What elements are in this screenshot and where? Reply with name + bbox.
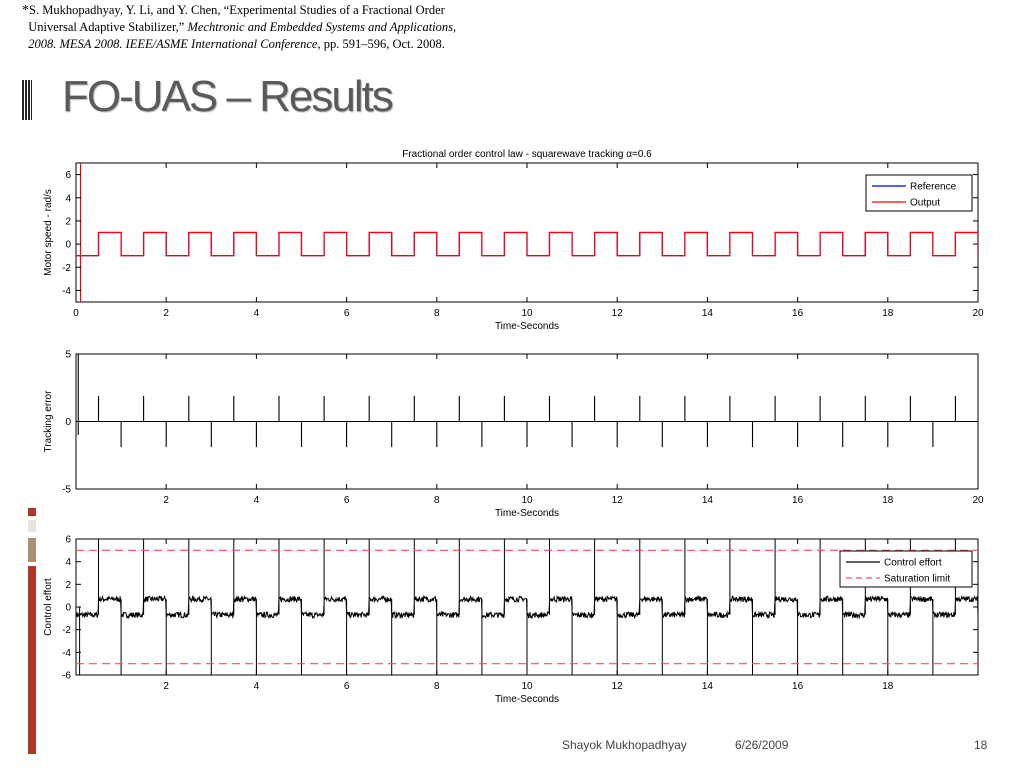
legend-label-control-effort: Control effort [884,558,942,569]
y-tick-label: 6 [65,535,71,546]
legend-box [865,174,973,212]
x-tick-label: 4 [254,681,260,692]
x-tick-label: 10 [521,681,533,692]
legend-label-output: Output [910,198,940,209]
x-tick-label: 12 [612,495,624,506]
y-tick-label: 2 [65,580,71,591]
x-tick-label: 16 [792,495,804,506]
x-tick-label: 16 [792,681,804,692]
citation-line-1: S. Mukhopadhyay, Y. Li, and Y. Chen, “Ex… [29,3,445,17]
x-tick-label: 6 [344,308,350,319]
x-tick-label: 8 [434,308,440,319]
y-tick-label: 4 [65,193,71,204]
footer-date: 6/26/2009 [735,738,789,752]
deco-square-light [28,520,36,532]
y-axis-label: Motor speed - rad/s [43,189,54,276]
x-tick-label: 10 [521,495,533,506]
y-tick-label: 4 [65,557,71,568]
deco-square-tan [28,538,36,562]
deco-square-red [28,508,36,516]
y-tick-label: -2 [62,625,71,636]
footer-page-number: 18 [974,738,988,752]
series-tracking-error [76,354,978,448]
legend-label-saturation-limit: Saturation limit [884,574,950,585]
x-tick-label: 8 [434,495,440,506]
x-tick-label: 6 [344,495,350,506]
x-tick-label: 2 [163,681,169,692]
x-tick-label: 6 [344,681,350,692]
citation-pages: , pp. 591–596, Oct. 2008. [317,37,445,51]
chart-title: Fractional order control law - squarewav… [402,149,652,160]
citation-marker: * [22,3,29,18]
y-tick-label: -4 [62,648,71,659]
x-axis-label: Time-Seconds [495,508,559,519]
legend-box [839,550,973,588]
x-tick-label: 12 [612,308,624,319]
x-tick-label: 16 [792,308,804,319]
footer-author: Shayok Mukhopadhyay [562,738,687,752]
x-tick-label: 18 [882,308,894,319]
y-tick-label: 0 [65,603,71,614]
y-tick-label: -2 [62,263,71,274]
x-tick-label: 10 [521,308,533,319]
citation-line-2: Universal Adaptive Stabilizer,” [28,20,188,34]
x-tick-label: 20 [972,495,984,506]
x-tick-label: 18 [882,495,894,506]
y-tick-label: 0 [65,417,71,428]
x-tick-label: 8 [434,681,440,692]
title-bullet-icon [22,80,32,120]
x-tick-label: 18 [882,681,894,692]
y-tick-label: -5 [62,485,71,496]
citation: *S. Mukhopadhyay, Y. Li, and Y. Chen, “E… [22,2,642,53]
slide-title: FO-UAS – Results [62,72,394,121]
y-axis-label: Tracking error [43,390,54,453]
citation-conference: 2008. MESA 2008. IEEE/ASME International… [28,37,318,51]
x-tick-label: 4 [254,308,260,319]
series-output [76,163,978,302]
x-tick-label: 14 [702,308,714,319]
y-tick-label: 6 [65,170,71,181]
y-tick-label: 0 [65,240,71,251]
x-tick-label: 12 [612,681,624,692]
x-axis-label: Time-Seconds [495,694,559,705]
series-control-effort [76,539,978,675]
x-tick-label: 2 [163,308,169,319]
y-tick-label: -4 [62,286,71,297]
x-tick-label: 20 [972,308,984,319]
x-tick-label: 14 [702,495,714,506]
y-tick-label: 2 [65,216,71,227]
x-tick-label: 0 [73,308,79,319]
y-tick-label: 5 [65,350,71,361]
y-tick-label: -6 [62,671,71,682]
x-tick-label: 2 [163,495,169,506]
legend-label-reference: Reference [910,182,957,193]
y-axis-label: Control effort [43,578,54,636]
x-axis-label: Time-Seconds [495,321,559,332]
deco-bar-red [28,566,36,754]
x-tick-label: 4 [254,495,260,506]
citation-journal: Mechtronic and Embedded Systems and Appl… [187,20,457,34]
x-tick-label: 14 [702,681,714,692]
